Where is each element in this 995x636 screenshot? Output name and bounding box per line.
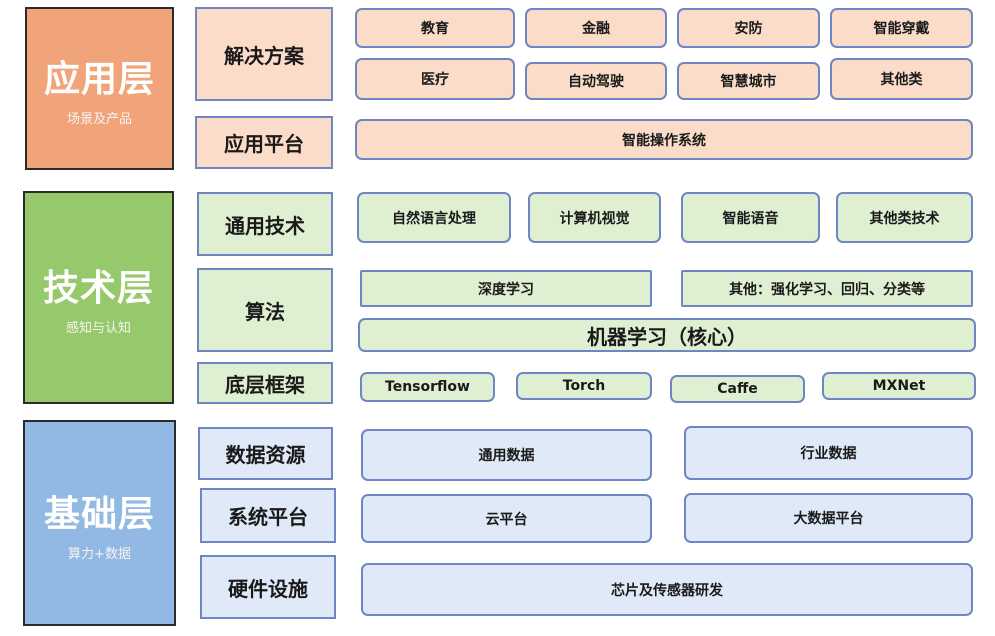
platform-item-cloud: 云平台	[361, 494, 652, 543]
framework-item-mxnet: MXNet	[822, 372, 976, 400]
system-platform-category: 系统平台	[200, 488, 336, 543]
application-layer-subtitle: 场景及产品	[66, 112, 132, 127]
solution-item-medical: 医疗	[355, 58, 515, 100]
framework-item-tensorflow: Tensorflow	[360, 372, 495, 402]
hardware-category: 硬件设施	[200, 555, 336, 619]
data-item-general: 通用数据	[361, 429, 652, 481]
algorithm-item-deep-learning: 深度学习	[360, 270, 652, 307]
tech-item-nlp: 自然语言处理	[357, 192, 511, 243]
solution-item-finance: 金融	[525, 8, 667, 48]
general-tech-category: 通用技术	[197, 192, 333, 256]
solution-item-education: 教育	[355, 8, 515, 48]
solution-item-others: 其他类	[830, 58, 973, 100]
data-item-industry: 行业数据	[684, 426, 973, 480]
app-platform-item-intelligent-os: 智能操作系统	[355, 119, 973, 160]
technology-layer-block: 技术层 感知与认知	[23, 191, 174, 404]
technology-layer-title: 技术层	[42, 268, 154, 309]
algorithm-item-machine-learning: 机器学习（核心）	[358, 318, 976, 352]
foundation-layer-subtitle: 算力+数据	[68, 546, 131, 562]
app-platform-category: 应用平台	[195, 116, 333, 169]
tech-item-computer-vision: 计算机视觉	[528, 192, 661, 243]
tech-item-others: 其他类技术	[836, 192, 973, 243]
foundation-layer-title: 基础层	[43, 493, 155, 535]
tech-item-speech: 智能语音	[681, 192, 820, 243]
solution-item-security: 安防	[677, 8, 820, 48]
solution-item-wearables: 智能穿戴	[830, 8, 973, 48]
application-layer-block: 应用层 场景及产品	[25, 7, 174, 170]
solution-item-smart-city: 智慧城市	[677, 62, 820, 100]
solutions-category: 解决方案	[195, 7, 333, 101]
data-resources-category: 数据资源	[198, 427, 333, 480]
hardware-item-chips-sensors: 芯片及传感器研发	[361, 563, 973, 616]
application-layer-title: 应用层	[43, 59, 155, 100]
technology-layer-subtitle: 感知与认知	[65, 321, 131, 336]
algorithm-category: 算法	[197, 268, 333, 352]
foundation-layer-block: 基础层 算力+数据	[23, 420, 176, 626]
framework-item-caffe: Caffe	[670, 375, 805, 403]
solution-item-autonomous-driving: 自动驾驶	[525, 62, 667, 100]
platform-item-big-data: 大数据平台	[684, 493, 973, 543]
framework-item-torch: Torch	[516, 372, 652, 400]
algorithm-item-others: 其他：强化学习、回归、分类等	[681, 270, 973, 307]
framework-category: 底层框架	[197, 362, 333, 404]
